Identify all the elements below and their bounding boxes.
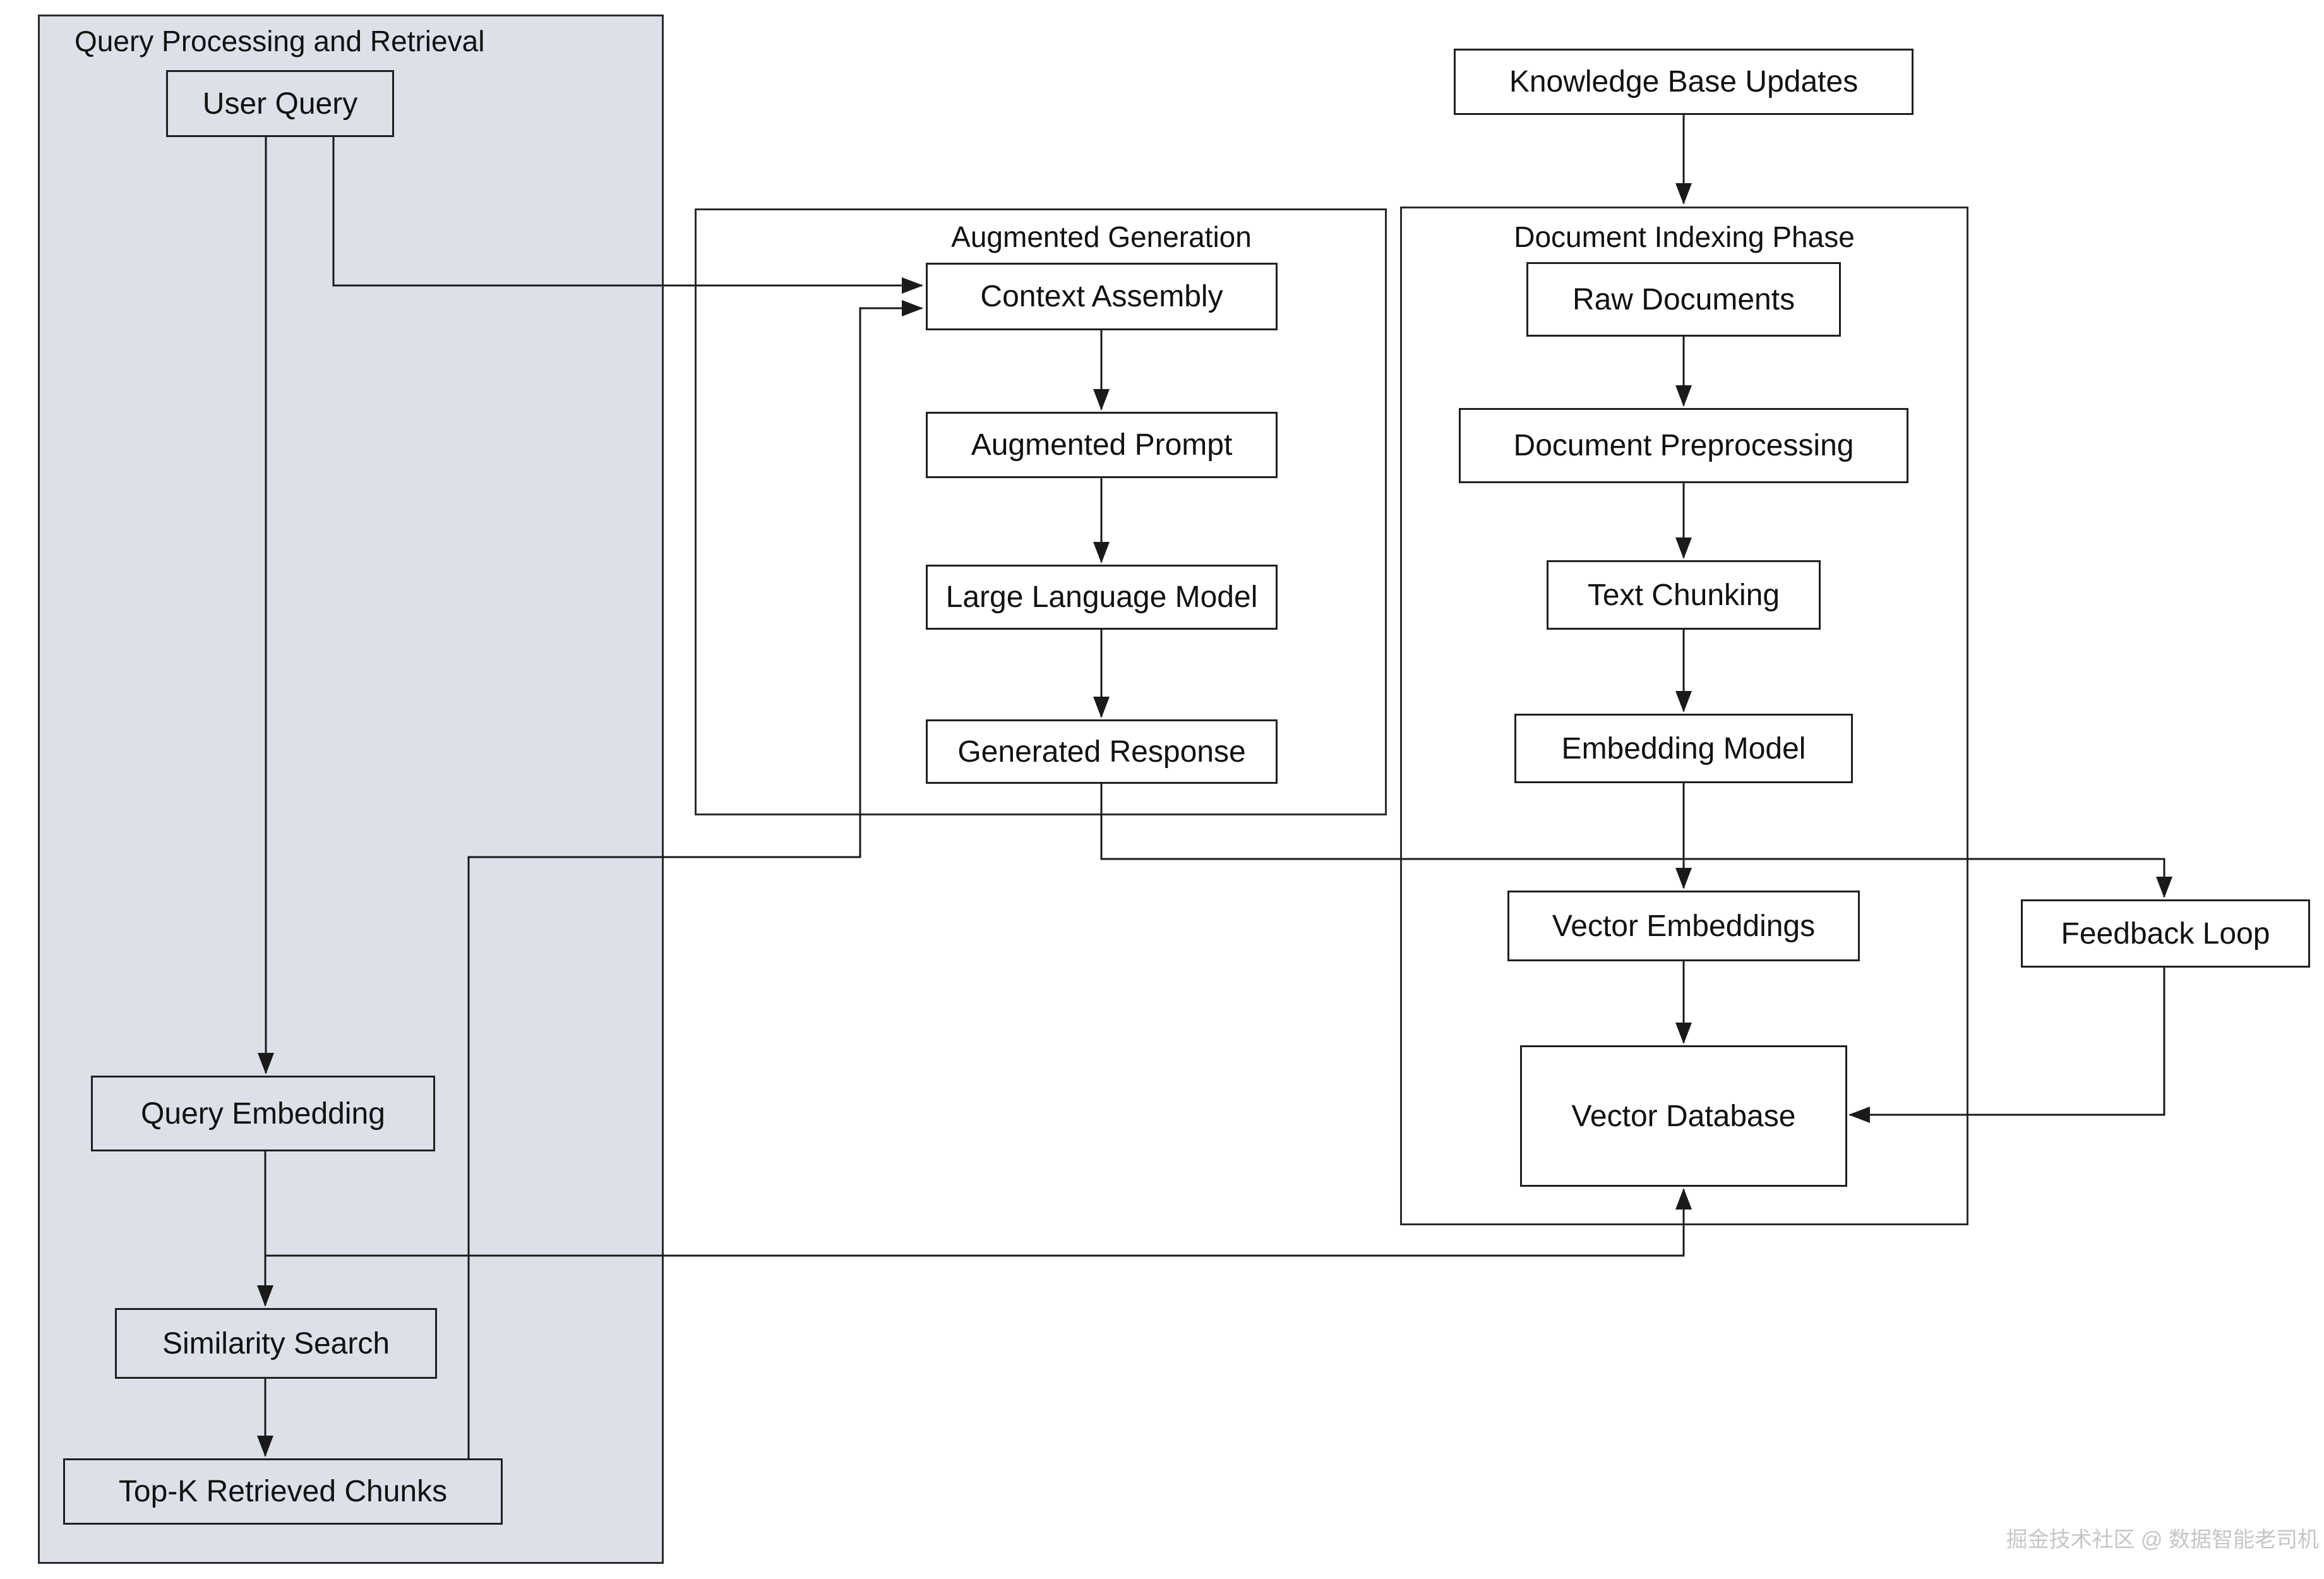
node-feedback-loop: Feedback Loop: [2021, 899, 2310, 968]
node-vector-database: Vector Database: [1520, 1045, 1847, 1187]
node-large-language-model: Large Language Model: [926, 565, 1278, 630]
node-context-assembly: Context Assembly: [926, 263, 1278, 330]
node-document-preprocessing: Document Preprocessing: [1459, 408, 1908, 483]
node-query-embedding: Query Embedding: [91, 1076, 435, 1151]
node-user-query: User Query: [166, 70, 394, 137]
node-vector-embeddings: Vector Embeddings: [1507, 891, 1860, 961]
panel-title-query-processing: Query Processing and Retrieval: [75, 25, 485, 57]
node-topk-retrieved-chunks: Top-K Retrieved Chunks: [63, 1458, 503, 1525]
panel-title-document-indexing: Document Indexing Phase: [1514, 220, 1855, 253]
watermark-text: 掘金技术社区 @ 数据智能老司机: [2006, 1528, 2319, 1552]
node-augmented-prompt: Augmented Prompt: [926, 412, 1278, 478]
node-text-chunking: Text Chunking: [1547, 560, 1821, 630]
node-generated-response: Generated Response: [926, 719, 1278, 784]
node-raw-documents: Raw Documents: [1526, 262, 1841, 337]
panel-title-augmented-generation: Augmented Generation: [951, 220, 1252, 253]
node-embedding-model: Embedding Model: [1514, 714, 1853, 783]
node-similarity-search: Similarity Search: [115, 1308, 437, 1379]
node-knowledge-base-updates: Knowledge Base Updates: [1454, 49, 1914, 115]
